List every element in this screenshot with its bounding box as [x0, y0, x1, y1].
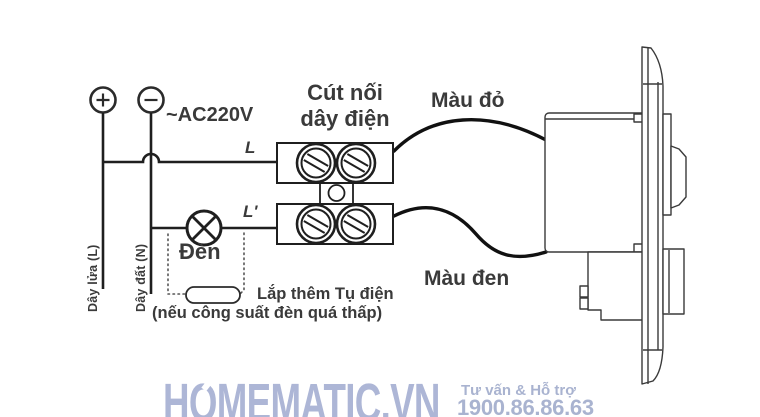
device-lower-tab-2 — [579, 297, 589, 310]
support-label: Tư vấn & Hỗ trợ — [461, 382, 576, 399]
red-wire — [392, 118, 548, 153]
red-wire-label: Màu đỏ — [431, 89, 505, 112]
capacitor-note-line1: Lắp thêm Tụ điện — [257, 285, 394, 303]
front-bezel-upper — [662, 113, 672, 216]
lamp-label: Đèn — [179, 239, 221, 264]
brand-logo: HOMEMATIC.VN — [163, 373, 440, 417]
device-lower-tab-1 — [579, 285, 589, 298]
support-phone: 1900.86.86.63 — [457, 395, 594, 417]
plus-sign-icon — [96, 93, 110, 107]
connector-label-line1: Cút nối — [307, 80, 383, 105]
capacitor-dotted-link-left — [167, 233, 186, 295]
capacitor-outline — [185, 286, 241, 304]
voltage-label: ~AC220V — [166, 104, 254, 126]
lamp-symbol — [185, 209, 223, 247]
neutral-wire-label: Dây đất (N) — [134, 243, 148, 312]
plus-terminal-icon — [89, 86, 117, 114]
connector-mid-hole — [327, 184, 346, 202]
lamp-cross — [191, 215, 217, 241]
dimmer-side-view — [544, 46, 687, 385]
capacitor-dotted-link-right — [239, 232, 245, 295]
minus-terminal-icon — [137, 86, 165, 114]
screw-terminal-2 — [335, 142, 377, 184]
live-wire-label: Dây lửa (L) — [86, 244, 100, 312]
screw-terminal-3 — [295, 203, 337, 245]
black-wire — [392, 206, 548, 259]
front-bezel-lower — [662, 248, 685, 315]
wall-plate — [641, 46, 664, 385]
screw-terminal-1 — [295, 142, 337, 184]
line-l-label: L — [245, 138, 256, 157]
connector-label-line2: dây điện — [300, 105, 390, 131]
front-knob — [670, 145, 687, 209]
device-lower-box — [587, 251, 644, 321]
capacitor-note-line2: (nếu công suất đèn quá thấp) — [152, 304, 383, 322]
device-main-box — [544, 112, 644, 253]
connector-label: Cút nối dây điện — [285, 80, 405, 132]
screw-terminal-4 — [335, 203, 377, 245]
black-wire-label: Màu đen — [424, 267, 510, 290]
line-l-prime-label: L' — [243, 202, 258, 221]
wire-connector — [276, 142, 394, 245]
line-l-wire — [103, 152, 279, 164]
